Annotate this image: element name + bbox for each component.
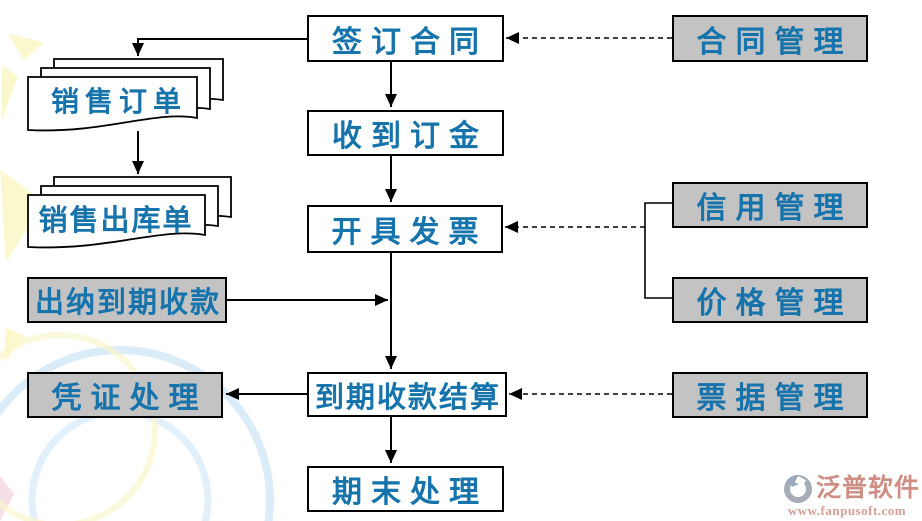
node-price-management: 价格管理	[672, 277, 868, 323]
sales-order-document-stack	[27, 58, 224, 132]
node-bill-management: 票据管理	[672, 372, 868, 418]
node-sales-order-label: 销售订单	[50, 87, 187, 118]
node-due-collection-settlement: 到期收款结算	[307, 372, 507, 417]
vendor-url-text: www.fanpusoft.com	[787, 503, 907, 518]
vendor-brand-text: 泛普软件	[815, 475, 920, 502]
background-decorations	[0, 34, 274, 521]
fanpu-logo-icon	[783, 475, 812, 503]
node-sign-contract: 签订合同	[307, 15, 504, 62]
node-sales-outbound-label: 销售出库单	[38, 205, 194, 237]
credit-price-bracket	[644, 202, 672, 299]
node-contract-management: 合同管理	[672, 15, 868, 62]
vendor-watermark: 泛普软件 www.fanpusoft.com	[774, 474, 920, 518]
node-cashier-due-collection: 出纳到期收款	[27, 277, 227, 323]
sales-outbound-document-stack	[27, 176, 232, 249]
node-credit-management: 信用管理	[672, 182, 868, 228]
node-period-end-processing: 期末处理	[307, 466, 504, 512]
node-receive-deposit: 收到订金	[307, 110, 504, 156]
edge-contract-to-salesorder	[132, 38, 307, 56]
node-voucher-processing: 凭证处理	[27, 372, 223, 418]
node-issue-invoice: 开具发票	[307, 205, 503, 253]
